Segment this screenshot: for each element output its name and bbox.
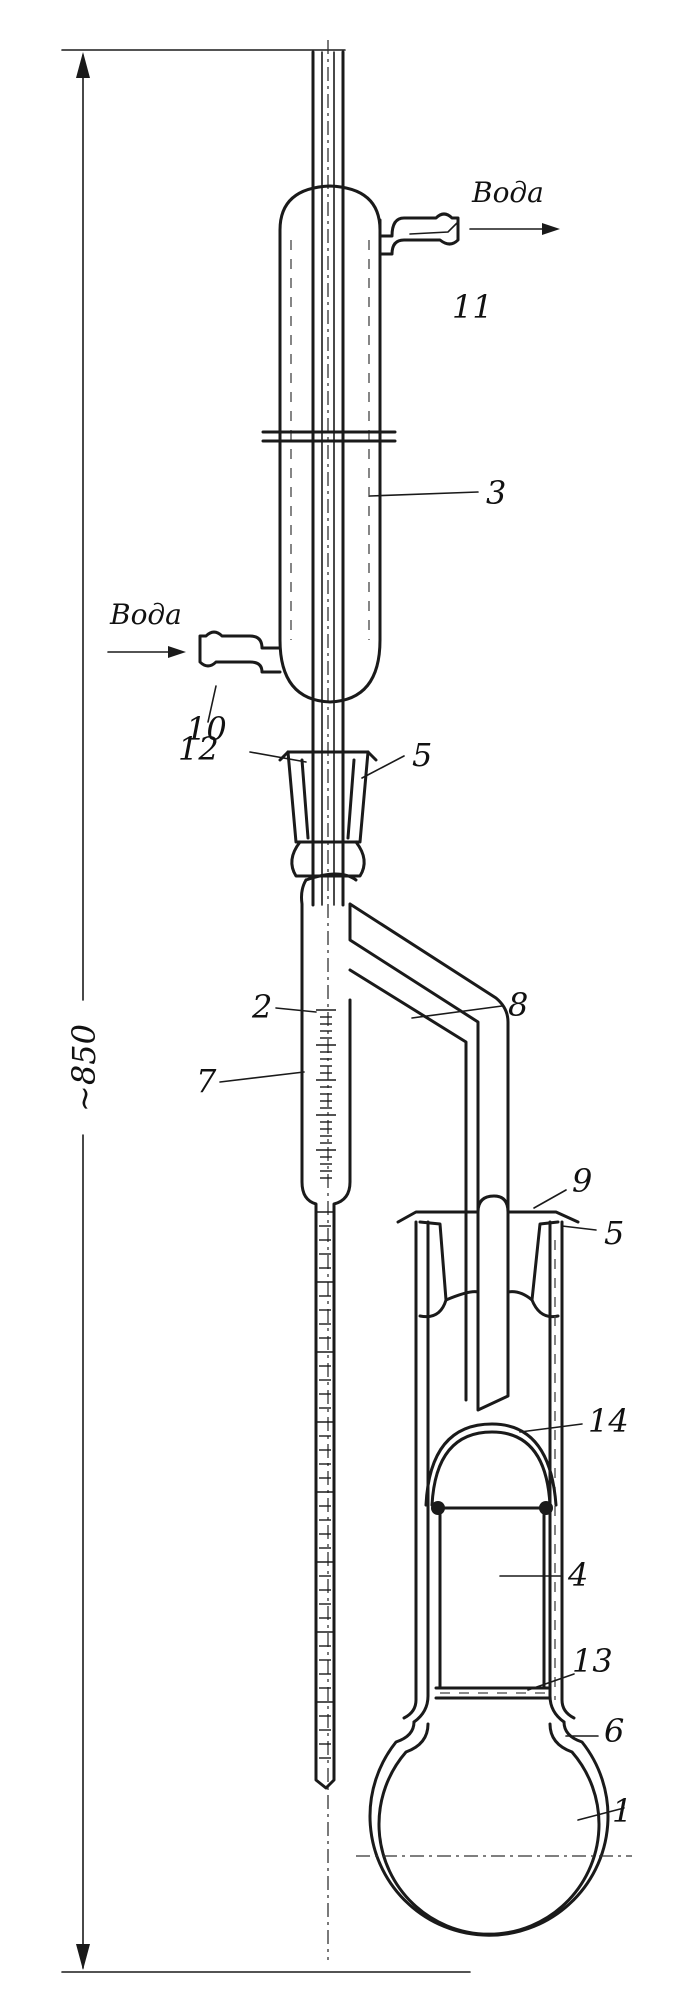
condenser-jacket <box>198 184 460 704</box>
dimension-line <box>61 49 471 1973</box>
dimension-label: ~850 <box>65 1024 103 1112</box>
callout-graduated-scale: 7 <box>196 1062 217 1100</box>
callout-receiver-tube: 2 <box>251 988 272 1026</box>
callout-neck-joint: 6 <box>604 1712 624 1750</box>
sample-cartridge-body <box>424 1422 558 1700</box>
dimension-arrow-bottom <box>76 1944 90 1970</box>
water-in-label: Вода <box>109 598 182 631</box>
callout-water-inlet: 10 <box>186 710 227 748</box>
callout-condenser: 3 <box>486 474 506 512</box>
graduated-scale-lower <box>315 1211 335 1759</box>
water-out-label: Вода <box>471 176 544 209</box>
vapor-tube-body <box>348 902 510 1412</box>
graduated-scale-upper <box>316 1009 336 1179</box>
extractor-vessel <box>396 1194 580 1724</box>
callout-water-outlet: 11 <box>452 288 493 326</box>
dimension-arrow-top <box>76 52 90 78</box>
water-outlet-arrow <box>469 223 560 235</box>
round-flask <box>356 1720 632 1937</box>
callout-flask: 1 <box>612 1792 632 1830</box>
callout-sample-cartridge: 4 <box>567 1556 588 1594</box>
callout-clamp: 12 <box>178 730 219 768</box>
callout-mesh: 13 <box>572 1642 613 1680</box>
leader-lines <box>207 221 625 1821</box>
callout-labels: 1 2 3 4 5 5 6 7 8 9 10 11 12 13 14 <box>178 288 632 1830</box>
inner-tube <box>311 40 345 1960</box>
top-stopper <box>278 750 378 878</box>
water-inlet-arrow <box>107 646 186 658</box>
callout-outer-cap: 9 <box>572 1162 592 1200</box>
callout-vapor-tube: 8 <box>508 986 528 1024</box>
callout-wire-holder: 14 <box>588 1402 629 1440</box>
callout-stopper-top: 5 <box>412 736 432 774</box>
callout-stopper-side: 5 <box>604 1214 624 1252</box>
receiver-tube-body <box>300 872 358 1790</box>
